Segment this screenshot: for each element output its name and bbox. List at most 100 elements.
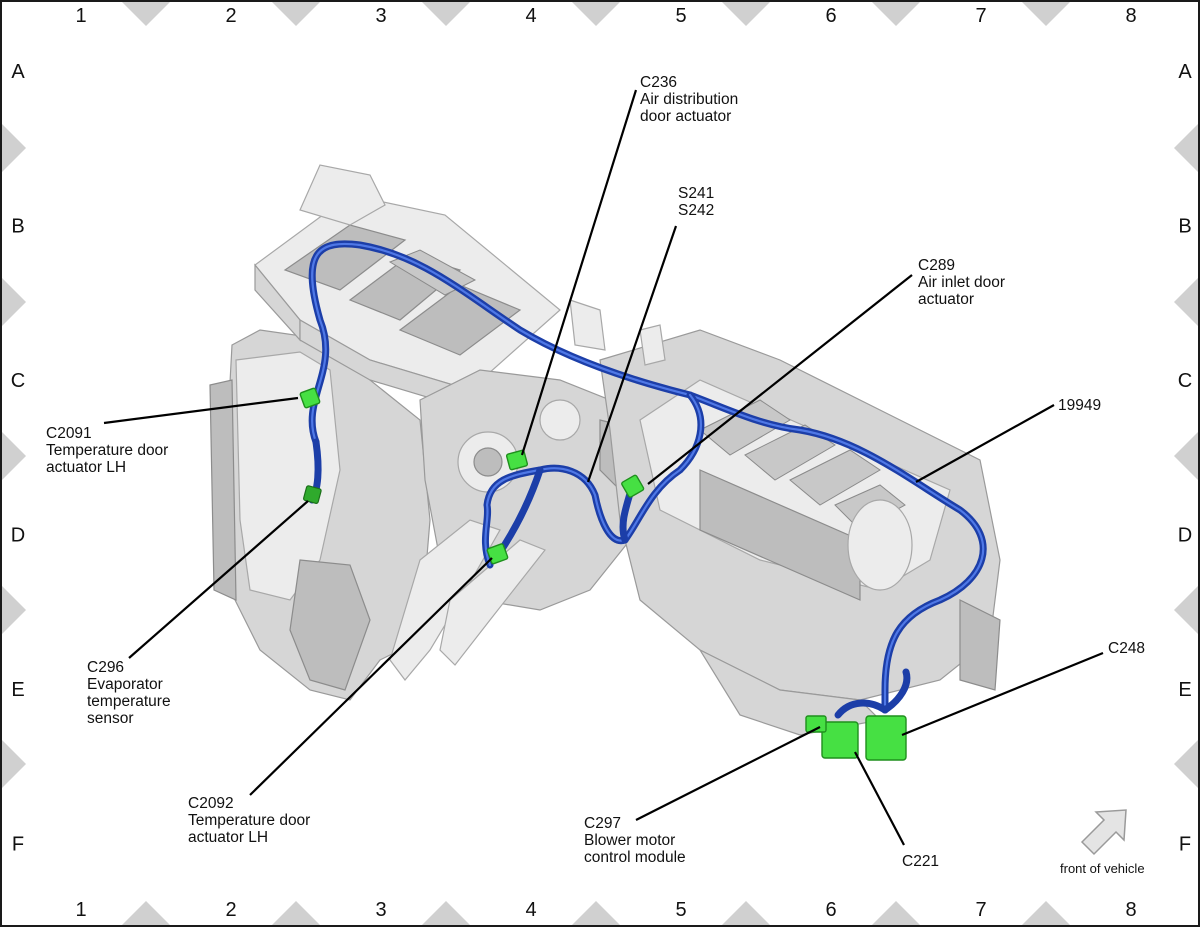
connectors [299, 387, 907, 761]
right-border-marker [1174, 586, 1198, 634]
grid-column-label-top: 2 [225, 5, 236, 27]
grid-column-label-bottom: 8 [1125, 899, 1136, 921]
callout-c236-line: door actuator [640, 108, 731, 125]
grid-row-label-right: C [1178, 370, 1192, 392]
left-border-marker [2, 124, 26, 172]
callout-c221-line: C221 [902, 853, 939, 870]
bottom-border-marker [872, 901, 920, 925]
front-arrow-icon [1080, 809, 1127, 856]
grid-row-label-right: D [1178, 525, 1192, 547]
grid-row-label-left: B [11, 216, 24, 238]
grid-column-label-top: 5 [675, 5, 686, 27]
bottom-border-marker [1022, 901, 1070, 925]
grid-column-label-bottom: 6 [825, 899, 836, 921]
left-border-marker [2, 432, 26, 480]
grid-column-label-bottom: 2 [225, 899, 236, 921]
callout-c289-line: C289 [918, 257, 955, 274]
svg-text:C248: C248 [1108, 640, 1145, 657]
callout-s241-line: S241 [678, 185, 714, 202]
callout-c2091-line: C2091 [46, 425, 92, 442]
svg-text:C221: C221 [902, 853, 939, 870]
front-of-vehicle-label: front of vehicle [1060, 861, 1145, 876]
top-border-marker [872, 2, 920, 26]
bottom-border-marker [722, 901, 770, 925]
callout-c289-line: actuator [918, 291, 974, 308]
right-border-marker [1174, 124, 1198, 172]
bottom-border-marker [272, 901, 320, 925]
callout-c297-line: control module [584, 849, 686, 866]
grid-column-label-top: 1 [75, 5, 86, 27]
top-border-marker [272, 2, 320, 26]
callout-c296-line: C296 [87, 659, 124, 676]
callout-c2092-line: C2092 [188, 795, 234, 812]
front-of-vehicle-indicator: front of vehicle [1060, 809, 1145, 876]
grid-row-label-right: E [1178, 679, 1191, 701]
callout-c2092-line: Temperature door [188, 812, 310, 829]
grid-column-label-bottom: 4 [525, 899, 536, 921]
callout-c236-line: C236 [640, 74, 677, 91]
right-border-marker [1174, 278, 1198, 326]
top-border-marker [572, 2, 620, 26]
top-border-marker [722, 2, 770, 26]
callout-c2092-line: actuator LH [188, 829, 268, 846]
grid-column-label-bottom: 5 [675, 899, 686, 921]
callout-s241-line: S242 [678, 202, 714, 219]
callout-c221: C221 [902, 853, 939, 870]
left-border-marker [2, 740, 26, 788]
leader-lines [103, 89, 1104, 846]
callout-c289-line: Air inlet door [918, 274, 1005, 291]
grid-row-label-left: D [11, 525, 25, 547]
grid-row-label-left: E [11, 679, 24, 701]
callout-c2091-line: Temperature door [46, 442, 168, 459]
left-border-marker [2, 278, 26, 326]
grid-column-label-top: 3 [375, 5, 386, 27]
callout-c296-line: temperature [87, 693, 171, 710]
grid-column-label-bottom: 7 [975, 899, 986, 921]
callout-c248-line: C248 [1108, 640, 1145, 657]
grid-column-label-top: 6 [825, 5, 836, 27]
top-border-marker [1022, 2, 1070, 26]
top-border-marker [122, 2, 170, 26]
callout-c236-line: Air distribution [640, 91, 738, 108]
right-border-marker [1174, 432, 1198, 480]
grid-column-label-top: 8 [1125, 5, 1136, 27]
left-border-marker [2, 586, 26, 634]
right-border-marker [1174, 740, 1198, 788]
callout-c296-line: sensor [87, 710, 134, 727]
grid-column-label-top: 7 [975, 5, 986, 27]
callout-19949: 19949 [1058, 397, 1101, 414]
grid-row-label-right: F [1179, 834, 1191, 856]
grid-row-label-left: C [11, 370, 25, 392]
top-border-marker [422, 2, 470, 26]
bottom-border-marker [422, 901, 470, 925]
callout-c248: C248 [1108, 640, 1145, 657]
grid-column-label-top: 4 [525, 5, 536, 27]
grid-row-label-left: F [12, 834, 24, 856]
callout-c2091-line: actuator LH [46, 459, 126, 476]
grid-row-label-right: A [1178, 61, 1192, 83]
grid-column-label-bottom: 1 [75, 899, 86, 921]
callout-c297-line: Blower motor [584, 832, 675, 849]
callout-19949-line: 19949 [1058, 397, 1101, 414]
bottom-border-marker [122, 901, 170, 925]
callout-c296-line: Evaporator [87, 676, 163, 693]
grid-column-label-bottom: 3 [375, 899, 386, 921]
grid-row-label-right: B [1178, 216, 1191, 238]
